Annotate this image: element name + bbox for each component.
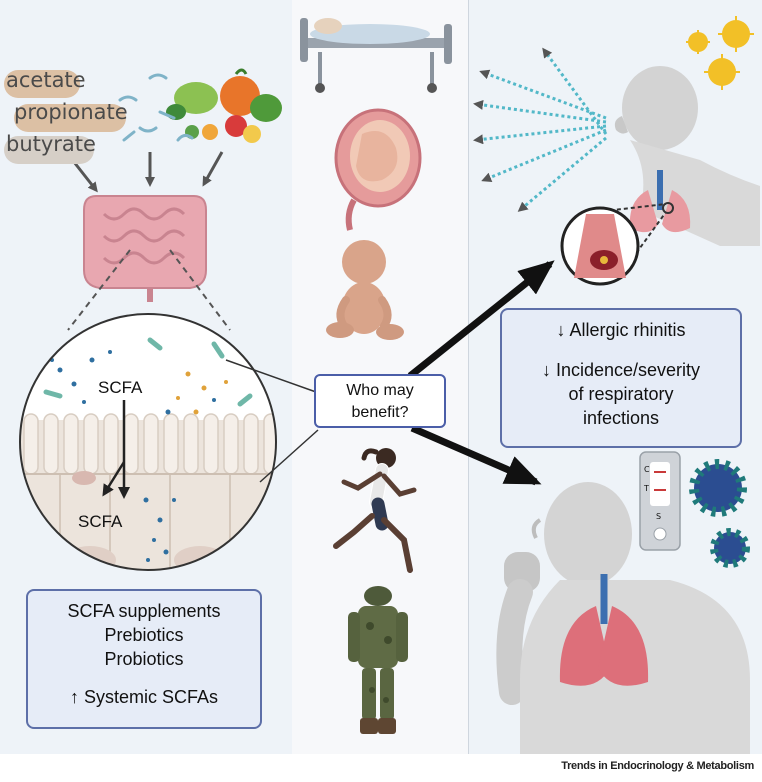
journal-footer: Trends in Endocrinology & Metabolism (561, 760, 754, 772)
who-may-text: Who may (346, 382, 414, 399)
bacteria-cluster-icon (118, 73, 194, 142)
intervention-prebiotics: Prebiotics (104, 625, 184, 645)
epithelium-scfa-label: SCFA (78, 512, 123, 531)
test-strip-t: T (644, 484, 649, 493)
respiratory-text: of respiratory (568, 384, 674, 404)
connector-line (225, 359, 317, 393)
intestine-icon (83, 195, 207, 302)
magnified-gut-circle (19, 313, 277, 571)
test-strip-s: S (656, 512, 662, 521)
who-may-benefit-box: Who may benefit? (314, 374, 446, 428)
runner-icon (333, 448, 417, 573)
acetate-label: acetate (6, 68, 86, 92)
butyrate-pill (4, 136, 94, 164)
intervention-probiotics: Probiotics (104, 649, 184, 669)
hospital-bed-icon (300, 18, 452, 93)
acetate-pill (4, 70, 80, 98)
benefit-text: benefit? (351, 404, 409, 421)
arrow-to-infection (410, 424, 542, 486)
test-strip-c: C (644, 465, 650, 474)
pregnant-uterus-icon (334, 108, 422, 231)
arrow-to-allergy (407, 260, 555, 379)
virus-icon (689, 459, 750, 568)
zoom-lines (67, 249, 231, 331)
infections-text: infections (582, 408, 660, 428)
lumen-scfa-label: SCFA (98, 378, 143, 397)
incidence-severity-text: ↓ Incidence/severity (541, 360, 701, 380)
propionate-pill (14, 104, 126, 132)
soldier-icon (348, 586, 408, 734)
connector-line (259, 429, 319, 483)
intervention-scfa-supplements: SCFA supplements (67, 601, 221, 621)
test-strip-icon (639, 451, 681, 551)
airway-inset-icon (560, 202, 674, 286)
pollen-icon (686, 16, 754, 90)
interventions-box: SCFA supplements Prebiotics Probiotics ↑… (26, 589, 262, 729)
infant-icon (326, 240, 404, 340)
outcomes-box: ↓ Allergic rhinitis ↓ Incidence/severity… (500, 308, 742, 448)
food-to-gut-arrows (72, 151, 224, 193)
allergic-rhinitis-text: ↓ Allergic rhinitis (556, 320, 686, 340)
sneezing-person-icon (614, 66, 760, 246)
systemic-scfas-text: ↑ Systemic SCFAs (69, 687, 219, 707)
vegetables-icon (166, 68, 282, 143)
propionate-label: propionate (14, 100, 128, 124)
coughing-person-icon (496, 482, 750, 754)
sneeze-spray (473, 47, 608, 212)
butyrate-label: butyrate (6, 132, 96, 156)
